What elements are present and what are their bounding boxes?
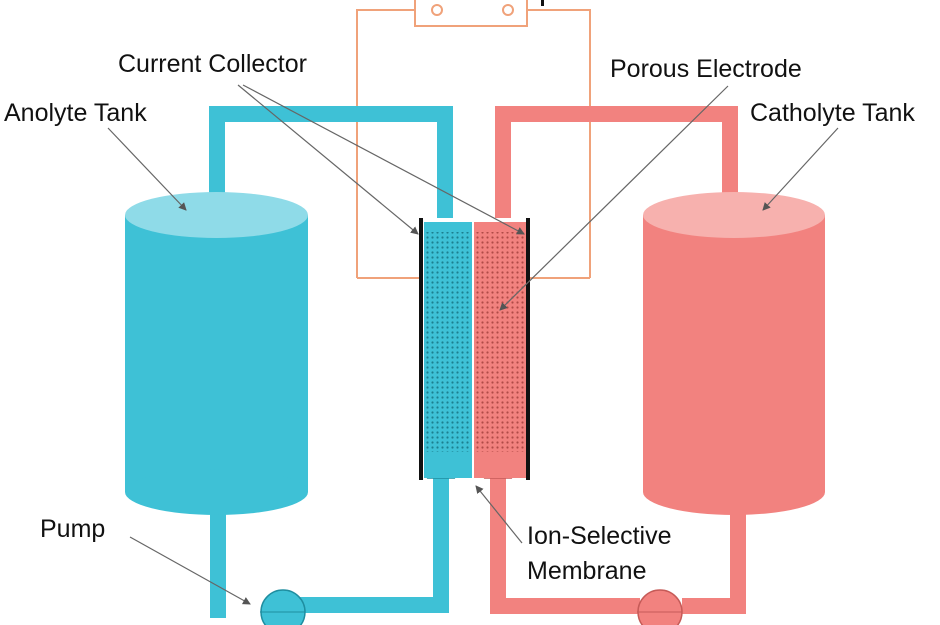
load-terminal-right [502,4,514,16]
left-current-collector [419,218,423,480]
catholyte-pump [637,589,683,625]
label-catholyte-tank: Catholyte Tank [750,99,915,127]
cathode-porous-electrode [476,232,524,452]
load-terminal-left [431,4,443,16]
leader-pump [129,536,251,605]
leader-current-collector-left [237,84,419,235]
load-marker [541,0,544,6]
anode-porous-electrode [426,232,470,452]
leader-porous-electrode [499,85,729,311]
external-circuit [356,0,591,279]
leader-anolyte-tank [107,127,187,211]
anolyte-tank [125,192,308,515]
catholyte-return-pipe [495,106,738,218]
leader-catholyte-tank [762,127,839,211]
label-pump: Pump [40,515,105,543]
anolyte-return-pipe [209,106,453,218]
label-current-collector: Current Collector [118,50,307,78]
label-membrane-line2: Membrane [527,557,647,585]
circuit-wire [356,9,591,278]
label-porous-electrode: Porous Electrode [610,55,802,83]
label-membrane-line1: Ion-Selective [527,522,672,550]
label-anolyte-tank: Anolyte Tank [4,99,147,127]
leader-lines [107,84,839,605]
catholyte-tank [643,192,825,515]
cell-stack [419,218,530,480]
leader-current-collector-right [242,84,525,235]
leader-membrane [475,485,523,544]
anolyte-pump [260,589,306,625]
right-current-collector [526,218,530,480]
